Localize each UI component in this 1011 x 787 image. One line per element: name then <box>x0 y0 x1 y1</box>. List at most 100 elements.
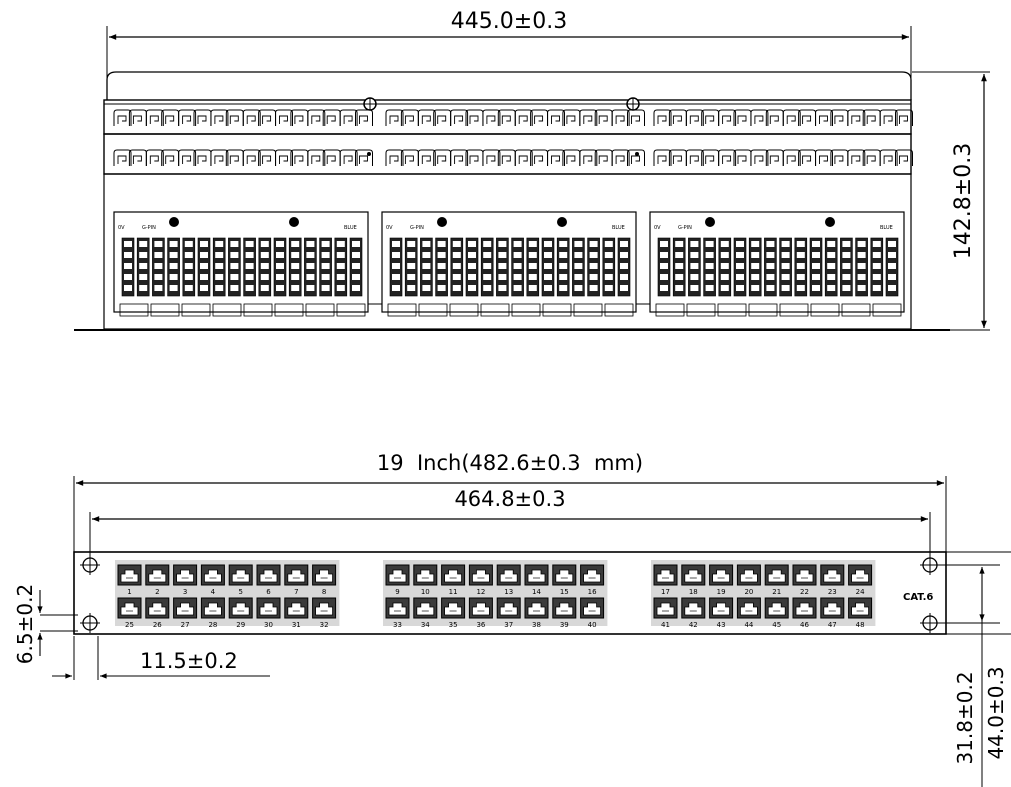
idc-clip <box>178 149 197 166</box>
port-number-label: 14 <box>532 588 541 596</box>
top-height-dim-label: 142.8±0.3 <box>951 143 976 259</box>
housing-body <box>103 99 912 135</box>
rj45-port <box>312 564 337 586</box>
idc-clip <box>547 109 565 126</box>
port-number-label: 23 <box>828 588 837 596</box>
rj45-port <box>848 564 873 586</box>
rj45-port <box>524 564 549 586</box>
idc-clip <box>562 149 581 166</box>
idc-clip <box>547 149 565 166</box>
hole-offset-dim-label: 11.5±0.2 <box>140 649 238 673</box>
rj45-port <box>385 564 410 586</box>
idc-clip <box>193 109 212 126</box>
idc-clip <box>145 149 164 166</box>
port-number-label: 34 <box>421 621 430 629</box>
idc-clip <box>193 149 212 166</box>
idc-clip <box>627 109 645 126</box>
rj45-port <box>200 597 225 619</box>
rj45-port <box>145 564 170 586</box>
port-number-label: 30 <box>264 621 273 629</box>
rj45-port <box>524 597 549 619</box>
idc-clip <box>530 149 549 166</box>
rj45-port <box>820 597 845 619</box>
idc-clip <box>258 109 277 126</box>
port-number-label: 46 <box>800 621 809 629</box>
idc-clip <box>322 109 341 126</box>
port-number-label: 7 <box>294 588 298 596</box>
rj45-port <box>256 597 281 619</box>
port-number-label: 12 <box>476 588 485 596</box>
idc-clip <box>815 109 833 126</box>
front-view: 19 Inch(482.6±0.3 mm) 464.8±0.3 125 <box>13 451 1011 787</box>
rj45-port <box>496 564 521 586</box>
idc-clip <box>815 149 833 166</box>
idc-clip <box>161 109 180 126</box>
idc-clip <box>242 109 261 126</box>
port-number-label: 38 <box>532 621 541 629</box>
idc-clip <box>161 149 180 166</box>
idc-clip <box>765 149 784 166</box>
idc-clip <box>210 109 229 126</box>
mounting-hole-icon <box>80 613 100 633</box>
idc-clip <box>847 149 866 166</box>
idc-clip <box>290 109 309 126</box>
idc-clip <box>497 109 516 126</box>
idc-clip <box>668 149 687 166</box>
idc-clip <box>718 109 737 126</box>
idc-clip <box>530 109 549 126</box>
rj45-port <box>820 564 845 586</box>
rj45-port <box>736 597 761 619</box>
port-number-label: 9 <box>395 588 399 596</box>
rj45-port <box>173 564 198 586</box>
idc-clip <box>782 109 801 126</box>
rj45-port <box>413 597 438 619</box>
idc-clip <box>128 109 147 126</box>
rj45-port <box>709 597 734 619</box>
port-number-label: 19 <box>717 588 726 596</box>
idc-clip <box>750 149 769 166</box>
rj45-port <box>145 597 170 619</box>
cat-rating-label: CAT.6 <box>903 592 933 603</box>
rj45-port <box>312 597 337 619</box>
port-number-label: 6 <box>266 588 271 596</box>
port-number-label: 24 <box>856 588 865 596</box>
idc-clip <box>113 149 132 166</box>
port-number-label: 36 <box>476 621 485 629</box>
port-number-label: 8 <box>322 588 326 596</box>
idc-clip <box>579 109 598 126</box>
module-label: 0V <box>118 225 125 231</box>
idc-clip <box>862 109 881 126</box>
port-number-label: 17 <box>661 588 670 596</box>
idc-clip <box>765 109 784 126</box>
idc-clip <box>653 149 672 166</box>
port-number-label: 2 <box>155 588 159 596</box>
port-number-label: 32 <box>320 621 329 629</box>
idc-clip <box>733 109 752 126</box>
port-number-label: 47 <box>828 621 837 629</box>
idc-clip <box>465 109 484 126</box>
port-number-label: 20 <box>744 588 753 596</box>
idc-clip <box>275 149 293 166</box>
idc-clip <box>225 109 244 126</box>
idc-clip <box>611 109 630 126</box>
hole-dia-dim-label: 6.5±0.2 <box>13 584 37 664</box>
port-number-label: 39 <box>560 621 569 629</box>
module-label: BLUE <box>880 225 893 231</box>
idc-clip <box>339 149 358 166</box>
idc-clip <box>258 149 277 166</box>
port-number-label: 18 <box>689 588 698 596</box>
port-number-label: 42 <box>689 621 698 629</box>
idc-clip <box>594 109 613 126</box>
front-panel <box>73 551 947 635</box>
port-number-label: 25 <box>125 621 134 629</box>
idc-clip <box>355 109 373 126</box>
rj45-port <box>385 597 410 619</box>
idc-clip <box>514 149 533 166</box>
idc-clip <box>400 149 419 166</box>
hole-spacing-dim-label: 31.8±0.2 <box>953 671 977 764</box>
idc-clip <box>465 149 484 166</box>
